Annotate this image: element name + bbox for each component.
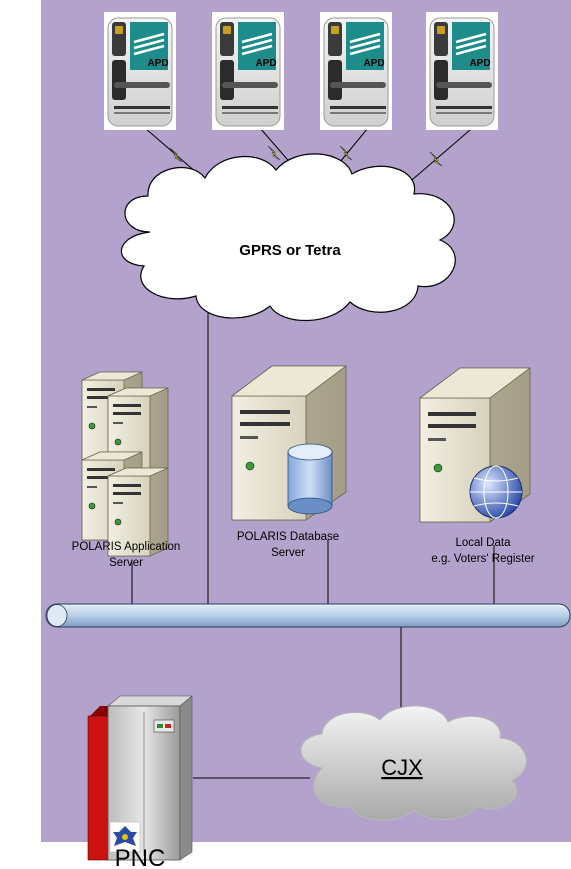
signal-bolt-icon (429, 151, 443, 167)
mobile-device: APD (102, 10, 178, 132)
local-data-label-line1: Local Data (456, 537, 512, 549)
device-brand-label: APD (469, 58, 490, 69)
signal-bolt-icon (339, 145, 353, 161)
mobile-device: APD (210, 10, 286, 132)
mobile-device: APD (424, 10, 500, 132)
network-label: GPRS or Tetra (239, 242, 341, 259)
signal-bolt-icon (169, 147, 183, 163)
app-server-label-line2: Server (109, 557, 143, 569)
device-brand-label: APD (255, 58, 276, 69)
network-bus (45, 603, 571, 628)
police-badge-icon (109, 821, 141, 853)
pnc-label: PNC (115, 845, 166, 869)
gprs-cloud-icon (120, 153, 456, 322)
database-cylinder-icon (287, 443, 333, 515)
connection-lines (131, 290, 495, 779)
local-data-label-line2: e.g. Voters' Register (431, 553, 534, 565)
cjx-cloud-icon (300, 705, 527, 821)
db-server-label-line1: POLARIS Database (237, 531, 339, 543)
device-brand-label: APD (147, 58, 168, 69)
device-brand-label: APD (363, 58, 384, 69)
db-server-label-line2: Server (271, 547, 305, 559)
local-data-server-icon (418, 367, 532, 523)
cjx-label: CJX (381, 755, 423, 780)
app-server-label-line1: POLARIS Application (72, 541, 181, 553)
mobile-device: APD (318, 10, 394, 132)
signal-bolt-icon (267, 145, 281, 161)
globe-icon (469, 465, 523, 519)
application-server-icon (81, 371, 169, 557)
